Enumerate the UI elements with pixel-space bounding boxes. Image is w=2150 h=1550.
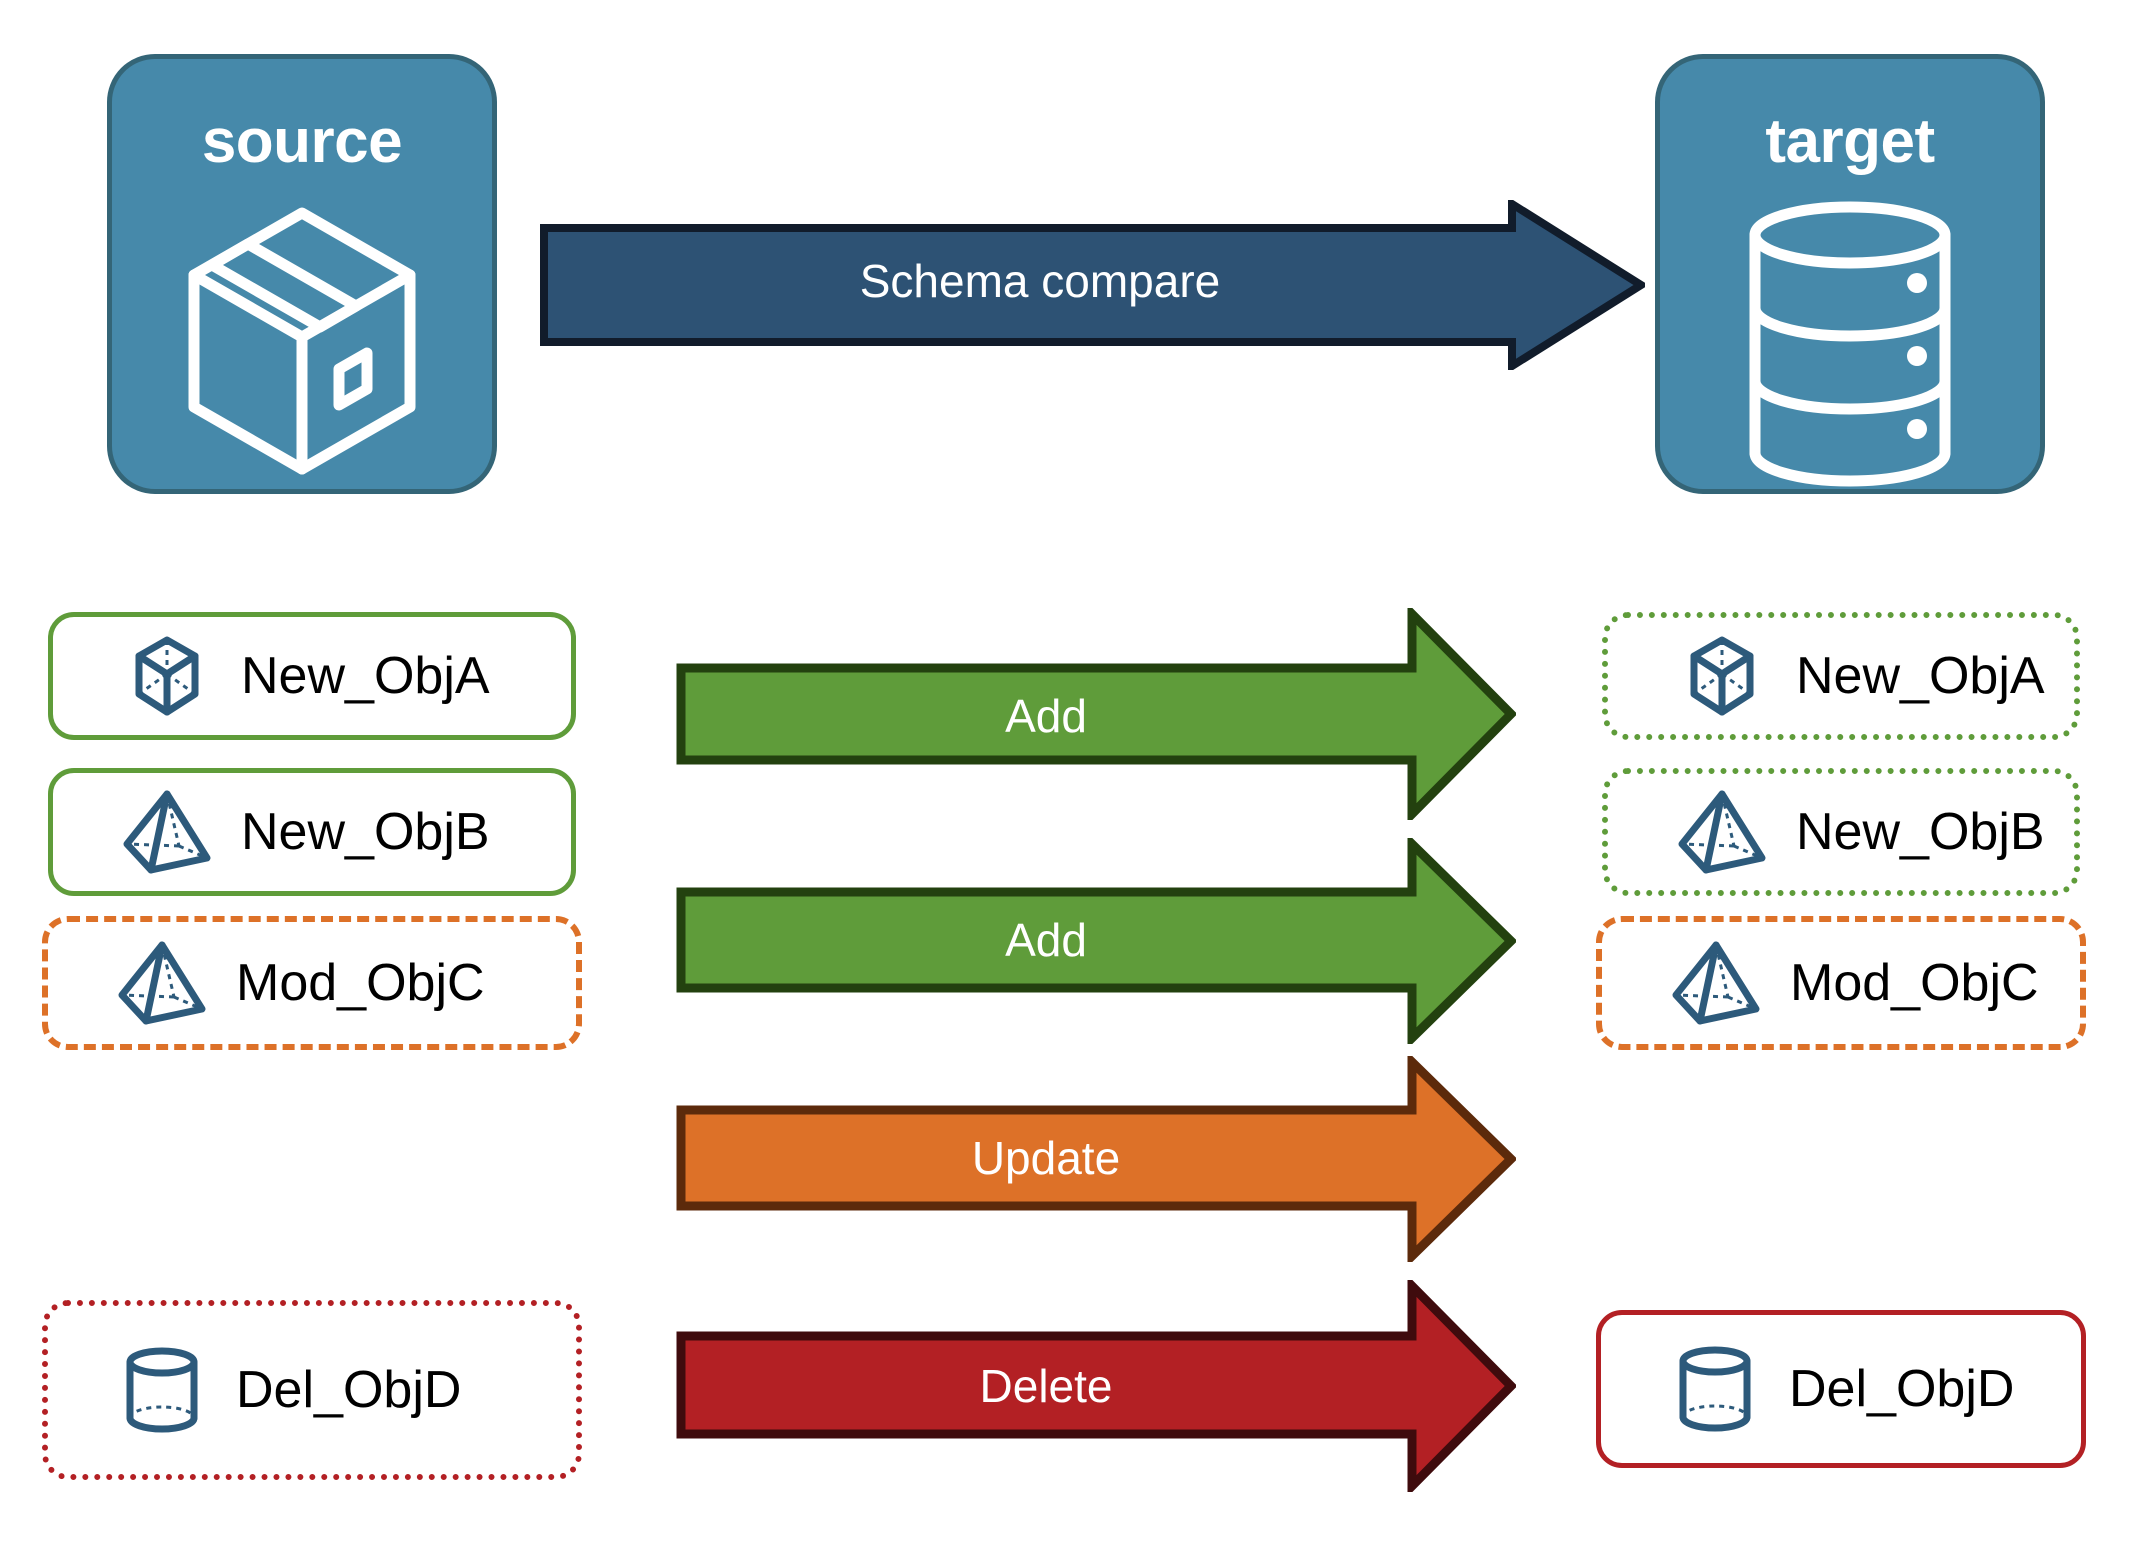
wireframe-cube-icon bbox=[1672, 626, 1772, 726]
target-card-row-d[interactable]: Del_ObjD bbox=[1596, 1310, 2086, 1468]
action-arrow-label-row-d: Delete bbox=[979, 1360, 1113, 1412]
action-arrow-add-row-b bbox=[676, 833, 1518, 1049]
wireframe-pyramid-icon bbox=[117, 782, 217, 882]
wireframe-pyramid-icon bbox=[1666, 933, 1766, 1033]
wireframe-pyramid-icon bbox=[1672, 782, 1772, 882]
target-card-row-c[interactable]: Mod_ObjC bbox=[1596, 916, 2086, 1050]
target-card-label-row-c: Mod_ObjC bbox=[1790, 954, 2039, 1012]
source-card-label-row-a: New_ObjA bbox=[241, 647, 490, 705]
action-arrow-update-row-c bbox=[676, 1051, 1518, 1267]
source-card-row-c[interactable]: Mod_ObjC bbox=[42, 916, 582, 1050]
schema-compare-arrow-label: Schema compare bbox=[859, 255, 1221, 307]
target-card-label-row-b: New_ObjB bbox=[1796, 803, 2045, 861]
wireframe-cylinder-icon bbox=[112, 1340, 212, 1440]
wireframe-cylinder-icon bbox=[1665, 1339, 1765, 1439]
action-arrow-label-row-a: Add bbox=[1005, 690, 1087, 742]
source-card-label-row-b: New_ObjB bbox=[241, 803, 490, 861]
database-cylinder-icon bbox=[1735, 195, 1965, 500]
target-card-label-row-a: New_ObjA bbox=[1796, 647, 2045, 705]
source-card-row-d[interactable]: Del_ObjD bbox=[42, 1300, 582, 1480]
source-card-label-row-d: Del_ObjD bbox=[236, 1361, 462, 1419]
source-card-label-row-c: Mod_ObjC bbox=[236, 954, 485, 1012]
target-card-row-b[interactable]: New_ObjB bbox=[1602, 768, 2080, 896]
source-card-row-b[interactable]: New_ObjB bbox=[48, 768, 576, 896]
action-arrow-add-row-a bbox=[676, 603, 1518, 825]
source-panel: source bbox=[107, 54, 497, 494]
action-arrow-label-row-b: Add bbox=[1005, 914, 1087, 966]
source-panel-title: source bbox=[201, 107, 403, 176]
wireframe-pyramid-icon bbox=[112, 933, 212, 1033]
package-box-icon bbox=[177, 195, 427, 500]
target-panel-title: target bbox=[1765, 107, 1935, 176]
schema-compare-arrow bbox=[540, 196, 1649, 374]
target-panel: target bbox=[1655, 54, 2045, 494]
source-card-row-a[interactable]: New_ObjA bbox=[48, 612, 576, 740]
action-arrow-label-row-c: Update bbox=[971, 1132, 1121, 1184]
action-arrow-delete-row-d bbox=[676, 1275, 1518, 1497]
wireframe-cube-icon bbox=[117, 626, 217, 726]
target-card-row-a[interactable]: New_ObjA bbox=[1602, 612, 2080, 740]
target-card-label-row-d: Del_ObjD bbox=[1789, 1360, 2015, 1418]
